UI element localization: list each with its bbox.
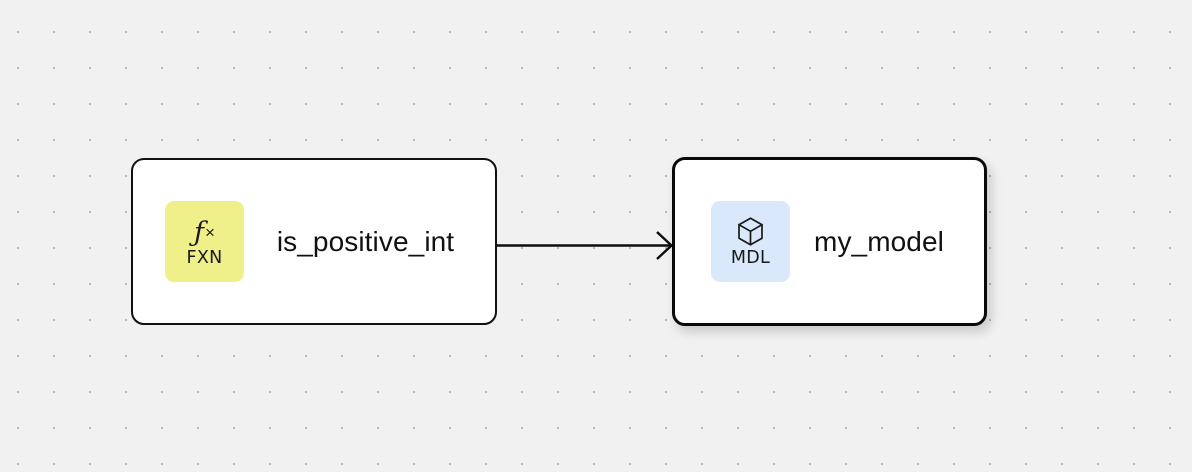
node-is-positive-int[interactable]: ƒ× FXN is_positive_int — [131, 158, 497, 325]
node-badge-mdl: MDL — [711, 201, 790, 282]
edge-fxn-to-mdl[interactable] — [497, 231, 674, 260]
cube-icon — [735, 215, 766, 249]
fx-x-glyph: × — [205, 222, 215, 242]
function-fx-icon: ƒ× — [194, 215, 215, 249]
edge-arrowhead-icon — [656, 231, 674, 260]
node-badge-fxn: ƒ× FXN — [165, 201, 244, 282]
node-title: my_model — [814, 225, 944, 257]
node-my-model[interactable]: MDL my_model — [672, 157, 987, 326]
fx-f-glyph: ƒ — [194, 216, 205, 248]
node-title: is_positive_int — [276, 225, 455, 257]
node-badge-label: MDL — [730, 248, 771, 269]
node-badge-label: FXN — [186, 248, 223, 269]
